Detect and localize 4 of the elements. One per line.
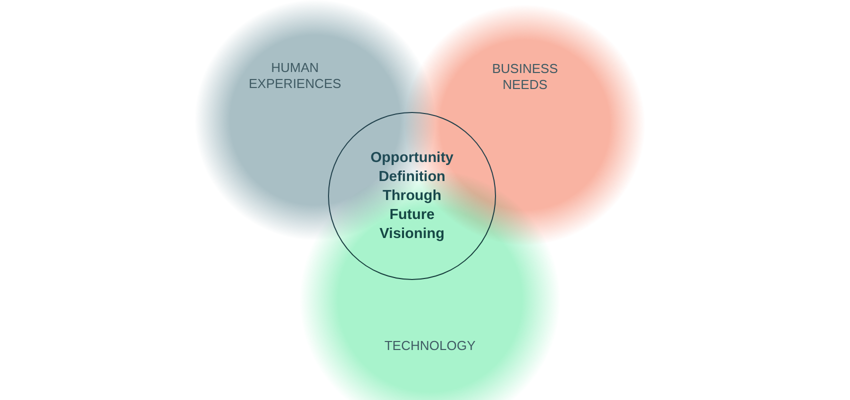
center-text: Opportunity Definition Through Future Visioning bbox=[370, 148, 454, 244]
circle-label: TECHNOLOGY bbox=[383, 338, 476, 354]
circle-label: BUSINESS NEEDS bbox=[491, 61, 559, 93]
circle-label: HUMAN EXPERIENCES bbox=[248, 60, 342, 92]
